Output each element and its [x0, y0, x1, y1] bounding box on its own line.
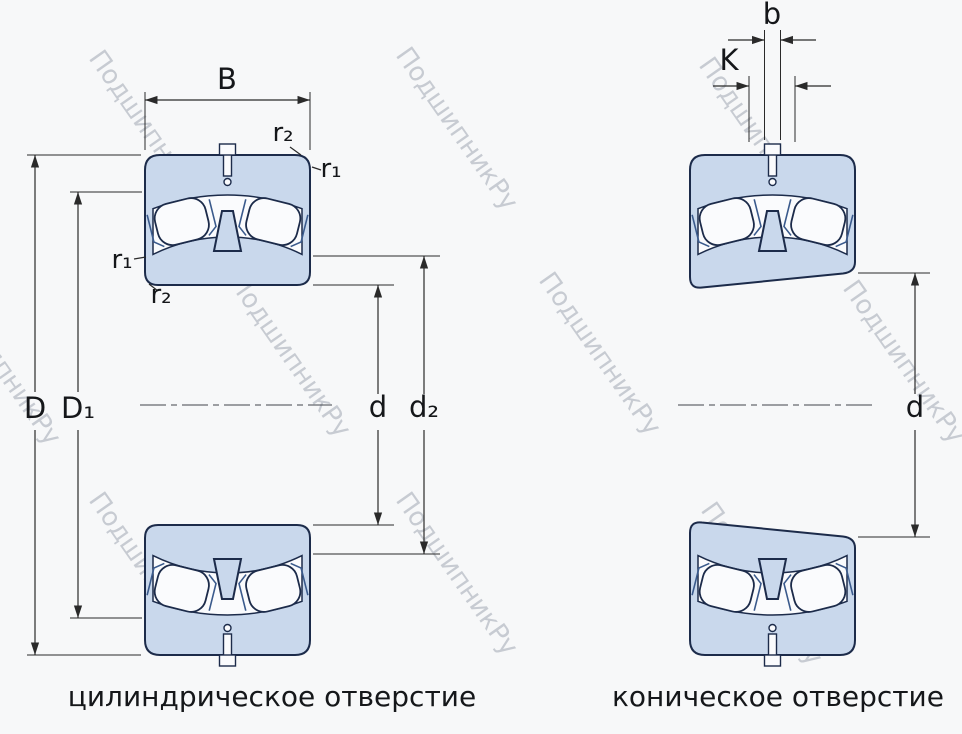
- caption-cylindrical-bore: цилиндрическое отверстие: [68, 680, 476, 713]
- dim-label-d-right: d: [906, 390, 924, 424]
- left-bearing-bottom-section: [145, 525, 310, 666]
- left-bearing-top-section: [144, 143, 311, 286]
- right-dimensions: b K d: [713, 0, 930, 538]
- watermark-text: ПодшипникРу: [532, 267, 667, 441]
- dim-r1-side-leader: [133, 256, 147, 260]
- caption-conical-bore: коническое отверстие: [612, 680, 944, 713]
- right-bearing-top-section: [689, 143, 856, 289]
- watermark-text: ПодшипникРу: [389, 487, 524, 661]
- dim-b-extension-lines: [764, 30, 781, 140]
- dim-r2-top-leader: [289, 146, 302, 156]
- right-bearing-bottom-section: [690, 522, 855, 666]
- dim-label-r2-top: r₂: [272, 118, 293, 148]
- dim-label-r2-side: r₂: [150, 280, 171, 310]
- right-bearing-view: [678, 143, 872, 666]
- left-bearing-view: [140, 143, 332, 666]
- dim-label-d2: d₂: [409, 390, 439, 424]
- left-dimensions: B D D₁ d d₂ r₂ r₁ r₁ r₂: [24, 62, 440, 656]
- dim-label-D: D: [24, 391, 46, 425]
- dim-d2-extension-lines: [313, 255, 440, 555]
- dim-label-D1: D₁: [61, 391, 95, 425]
- dim-label-d: d: [369, 390, 387, 424]
- dim-D-extension-lines: [27, 154, 141, 656]
- dim-r2-side-leader: [148, 283, 159, 292]
- dim-label-B: B: [217, 62, 237, 96]
- watermark-text: ПодшипникРу: [389, 42, 524, 216]
- dim-label-K: K: [719, 43, 739, 77]
- watermark-text: ПодшипникРу: [836, 275, 962, 449]
- dim-r1-top-leader: [311, 166, 322, 171]
- dim-label-r1-side: r₁: [111, 245, 132, 275]
- dim-label-b: b: [763, 0, 781, 31]
- watermark-text: ПодшипникРу: [222, 269, 357, 443]
- dim-label-r1-top: r₁: [320, 154, 341, 184]
